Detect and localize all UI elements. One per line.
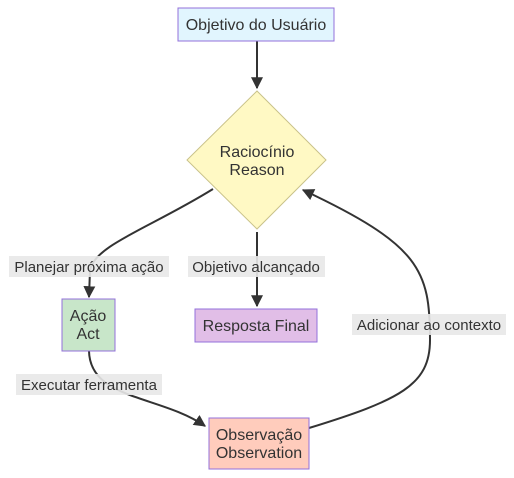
node-user-goal-box [177,7,335,42]
edge-label-add-context: Adicionar ao contexto [352,314,506,335]
edge-label-execute: Executar ferramenta [16,374,162,395]
edge-label-reached: Objetivo alcançado [188,256,325,277]
node-reason: Raciocínio Reason [186,90,327,230]
node-act-label-pt: Ação [70,308,107,325]
node-act-label-en: Act [76,326,100,343]
node-final-answer-label: Resposta Final [203,318,310,335]
edge-reason-to-act [83,188,214,299]
svg-text:Executar ferramenta: Executar ferramenta [21,377,158,394]
node-observation: Observação Observation [208,417,310,470]
svg-text:Adicionar ao contexto: Adicionar ao contexto [357,317,501,334]
node-reason-label-pt: Raciocínio [220,144,295,161]
node-user-goal: Objetivo do Usuário [177,7,335,42]
node-final-answer: Resposta Final [194,308,318,343]
node-observation-label-pt: Observação [216,427,302,444]
svg-text:Planejar próxima ação: Planejar próxima ação [14,259,163,276]
node-act-box [61,298,116,352]
edge-observation-to-reason [301,189,432,429]
node-observation-label-en: Observation [216,445,302,462]
node-user-goal-label: Objetivo do Usuário [186,17,327,34]
svg-text:Objetivo alcançado: Objetivo alcançado [192,259,320,276]
edge-act-to-observation [88,350,206,427]
node-reason-label-en: Reason [229,162,284,179]
node-final-answer-box [194,308,318,343]
node-act: Ação Act [61,298,116,352]
edge-label-plan: Planejar próxima ação [9,256,169,277]
node-reason-diamond [186,90,327,230]
node-observation-box [208,417,310,470]
